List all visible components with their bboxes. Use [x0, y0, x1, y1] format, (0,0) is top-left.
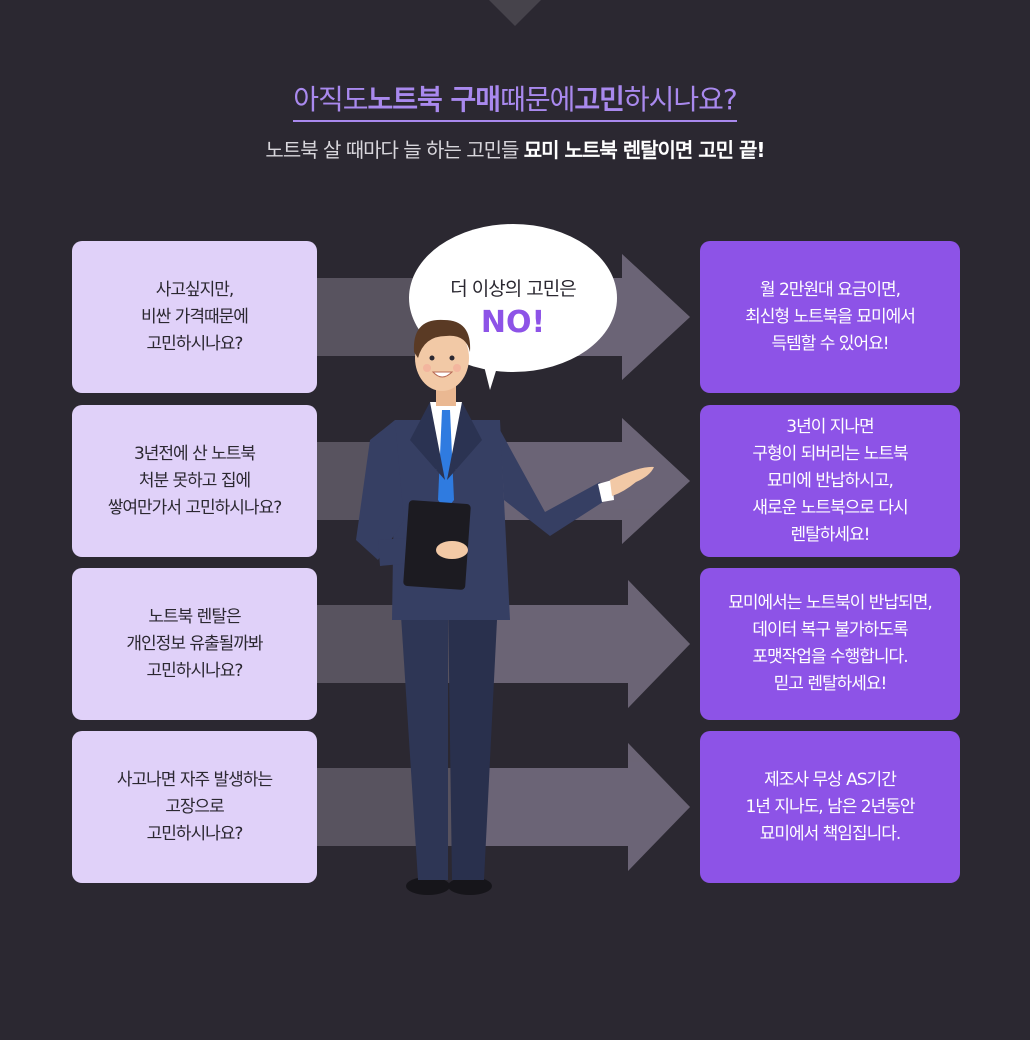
top-notch-decoration: [489, 0, 541, 26]
solution-box-1: 월 2만원대 요금이면, 최신형 노트북을 묘미에서 득템할 수 있어요!: [700, 241, 960, 393]
headline-text-1: 아직도: [293, 83, 368, 116]
bubble-question: 더 이상의 고민은: [450, 278, 576, 300]
headline-text-2: 때문에: [500, 83, 575, 116]
solution-box-4: 제조사 무상 AS기간 1년 지나도, 남은 2년동안 묘미에서 책임집니다.: [700, 731, 960, 883]
worry-box-2: 3년전에 산 노트북 처분 못하고 집에 쌓여만가서 고민하시나요?: [72, 405, 317, 557]
worry-box-3: 노트북 렌탈은 개인정보 유출될까봐 고민하시나요?: [72, 568, 317, 720]
page-subline: 노트북 살 때마다 늘 하는 고민들 묘미 노트북 렌탈이면 고민 끝!: [0, 134, 1030, 163]
headline-bold-2: 고민: [574, 83, 625, 116]
page-headline: 아직도 노트북 구매 때문에 고민하시나요?: [0, 78, 1030, 122]
worry-box-1: 사고싶지만, 비싼 가격때문에 고민하시나요?: [72, 241, 317, 393]
solution-box-2: 3년이 지나면 구형이 되버리는 노트북 묘미에 반납하시고, 새로운 노트북으…: [700, 405, 960, 557]
headline-underline: 아직도 노트북 구매 때문에 고민하시나요?: [293, 78, 738, 122]
headline-bold-1: 노트북 구매: [367, 83, 502, 116]
solution-box-3: 묘미에서는 노트북이 반납되면, 데이터 복구 불가하도록 포맷작업을 수행합니…: [700, 568, 960, 720]
subline-bold: 묘미 노트북 렌탈이면 고민 끝!: [523, 138, 766, 162]
speech-bubble-text: 더 이상의 고민은 NO!: [410, 274, 616, 340]
businessman-illustration: [356, 319, 654, 895]
bubble-answer: NO!: [480, 305, 546, 340]
headline-text-3: 하시나요?: [623, 83, 738, 116]
subline-text: 노트북 살 때마다 늘 하는 고민들: [265, 138, 524, 162]
worry-box-4: 사고나면 자주 발생하는 고장으로 고민하시나요?: [72, 731, 317, 883]
